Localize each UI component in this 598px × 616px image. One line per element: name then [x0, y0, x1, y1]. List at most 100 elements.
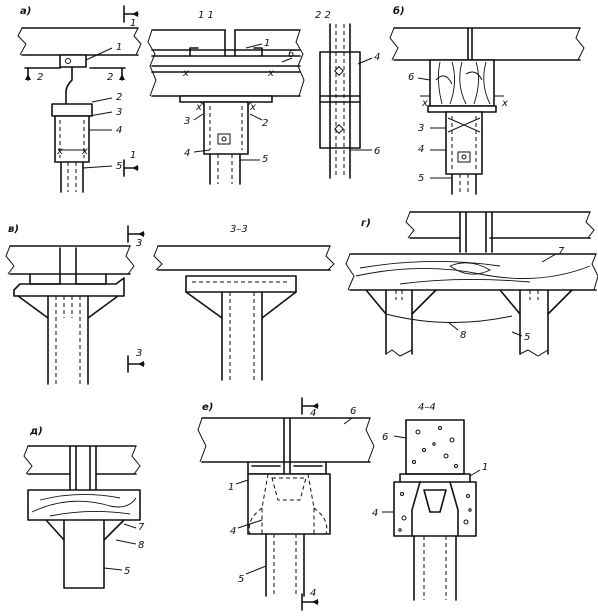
x-mark: x: [421, 98, 428, 109]
mark-3: 3: [136, 348, 142, 359]
bolt-plate: [457, 151, 471, 163]
break-lines: [147, 29, 305, 97]
panel-v-label: в): [8, 224, 19, 235]
callout-1: 1: [228, 482, 234, 493]
callout-5: 5: [124, 566, 130, 577]
callout-5: 5: [116, 161, 122, 172]
column-hidden: [55, 296, 81, 384]
x-mark: x: [195, 102, 202, 113]
section-4-4: 4–4 6 1 4: [372, 402, 488, 601]
callout-4: 4: [184, 148, 190, 159]
column: [221, 291, 263, 381]
callout-6: 6: [374, 146, 380, 157]
leader-lines: [447, 253, 557, 337]
purlin: [151, 65, 301, 73]
cross-brace: [447, 117, 481, 133]
aggregate-dots: [412, 426, 458, 468]
break-lines: [5, 245, 135, 275]
beams: [409, 211, 591, 253]
panel-e-label: е): [202, 402, 213, 413]
braces: [45, 519, 125, 541]
cap-plate: [179, 95, 273, 103]
aggregate-dots: [398, 492, 472, 532]
callout-4: 4: [230, 526, 236, 537]
leader-lines: [235, 417, 353, 575]
nail-mark: [334, 124, 344, 134]
callout-5: 5: [238, 574, 244, 585]
column: [60, 161, 84, 193]
leader-lines: [350, 57, 373, 151]
x-mark: x: [267, 68, 274, 79]
arrow-head: [132, 11, 138, 17]
panel-b-label: б): [393, 5, 405, 17]
x-mark: x: [249, 102, 256, 113]
wood-knot: [449, 262, 491, 275]
column: [265, 533, 305, 597]
column-axis: [217, 154, 233, 184]
callout-5: 5: [418, 173, 424, 184]
beam-break-lines: [17, 27, 142, 56]
mark-3: 3: [136, 238, 142, 249]
callout-2: 2: [262, 118, 268, 129]
arrow-head: [25, 74, 31, 80]
callout-7: 7: [558, 246, 565, 257]
column-outer: [329, 23, 351, 179]
wood-grain: [355, 261, 591, 285]
panel-e: е) 6 1 4 5 4 4: [197, 397, 375, 611]
hanger-beams: [29, 247, 107, 285]
insert: [423, 489, 447, 513]
cap-channel: [13, 277, 125, 297]
arrow-head: [119, 74, 125, 80]
beam-outline: [157, 245, 331, 271]
section-2-2: 2 2 4 6: [315, 10, 380, 179]
concrete-cap: [393, 481, 477, 537]
leader-lines: [193, 43, 293, 161]
section-3-3-label: 3–3: [230, 224, 248, 235]
mark-2: 2: [37, 72, 43, 83]
callout-1: 1: [482, 462, 488, 473]
column-axis: [459, 174, 469, 194]
metal-shoe: [247, 461, 327, 475]
timber-cap: [27, 489, 141, 521]
leader-lines: [103, 523, 137, 571]
tie-rod: [65, 66, 73, 105]
mark-1: 1: [130, 150, 136, 161]
column-hidden: [395, 290, 539, 300]
break-lines: [405, 211, 595, 239]
panel-d: д) 7 8 5: [23, 426, 145, 589]
leader-lines: [82, 47, 113, 169]
callout-4: 4: [374, 52, 380, 63]
callout-4: 4: [116, 125, 122, 136]
panel-d-label: д): [29, 426, 43, 437]
break-lines: [23, 445, 141, 475]
column: [209, 153, 241, 185]
column-axis: [273, 534, 297, 596]
post-cap: [203, 101, 249, 155]
arc: [385, 313, 513, 323]
panel-v: в) 3 3: [5, 224, 145, 385]
x-mark: x: [501, 98, 508, 109]
callout-1: 1: [116, 42, 122, 53]
column: [63, 519, 105, 589]
callout-7: 7: [138, 522, 145, 533]
hidden-insert: [248, 473, 328, 535]
beams: [27, 445, 137, 491]
column: [451, 173, 477, 195]
break-lines: [385, 349, 549, 357]
callout-1: 1: [264, 38, 270, 49]
break-lines: [345, 253, 598, 291]
cap-plate: [51, 103, 93, 117]
arrow-head: [132, 165, 138, 171]
wood-grain: [31, 494, 137, 517]
x-mark: x: [81, 146, 88, 157]
timber-beam: [349, 253, 597, 291]
arrow-head: [138, 231, 144, 237]
callout-4: 4: [418, 144, 424, 155]
column-axis: [423, 536, 447, 600]
arrow-head: [312, 403, 318, 409]
callout-2: 2: [116, 92, 122, 103]
wood-grain: [437, 61, 491, 105]
panel-a-label: а): [20, 6, 31, 17]
callout-5: 5: [524, 332, 530, 343]
column: [47, 295, 89, 385]
